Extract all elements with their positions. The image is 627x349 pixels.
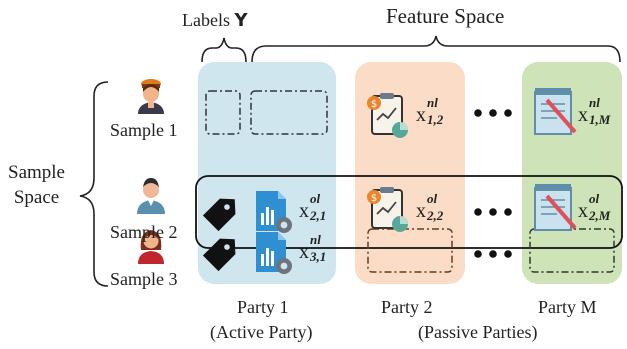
labels-y-heading: Labels Y (182, 10, 248, 31)
feature-space-brace (251, 35, 621, 63)
party2-slot-empty (367, 228, 453, 273)
data-analytics-icon-31 (256, 232, 292, 274)
party1-role: (Active Party) (210, 322, 313, 342)
party2-panel (355, 62, 465, 284)
label-slot-empty (205, 90, 241, 135)
sample-space-label: Sample Space (8, 160, 65, 210)
party1-label: Party 1 (237, 297, 289, 317)
ellipsis-dots (474, 109, 512, 258)
notepad-icon-1m (534, 88, 577, 135)
person-icon-1 (138, 79, 164, 114)
sample-space-line2: Space (13, 187, 60, 208)
person-icon-2 (137, 178, 165, 214)
feature-space-heading: Feature Space (386, 4, 505, 28)
labels-y-bold: Y (234, 10, 248, 31)
sample-3-label: Sample 3 (110, 269, 178, 289)
sample-space-line1: Sample (8, 162, 65, 183)
label-tag-icon-2 (202, 198, 236, 232)
sample-2-label: Sample 2 (110, 222, 178, 242)
party2-label: Party 2 (381, 297, 433, 317)
svg-text:$: $ (371, 99, 377, 110)
labels-y-text: Labels (182, 10, 230, 30)
partym-slot-empty (529, 228, 615, 273)
svg-text:$: $ (371, 193, 377, 204)
passive-role: (Passive Parties) (418, 322, 538, 342)
party1-panel (198, 62, 336, 284)
data-analytics-icon-21 (256, 191, 292, 233)
feature-slot-empty (250, 90, 328, 135)
clipboard-report-icon-22: $ (367, 187, 408, 232)
sample-space-brace (79, 81, 109, 287)
person-icon-3 (138, 230, 164, 264)
partym-label: Party M (538, 297, 597, 317)
label-tag-icon-3 (202, 238, 236, 272)
labels-brace (201, 37, 247, 63)
notepad-icon-2m (534, 184, 577, 231)
sample2-row-highlight (195, 175, 623, 249)
sample-1-label: Sample 1 (110, 120, 178, 140)
clipboard-report-icon-12: $ (367, 93, 408, 138)
